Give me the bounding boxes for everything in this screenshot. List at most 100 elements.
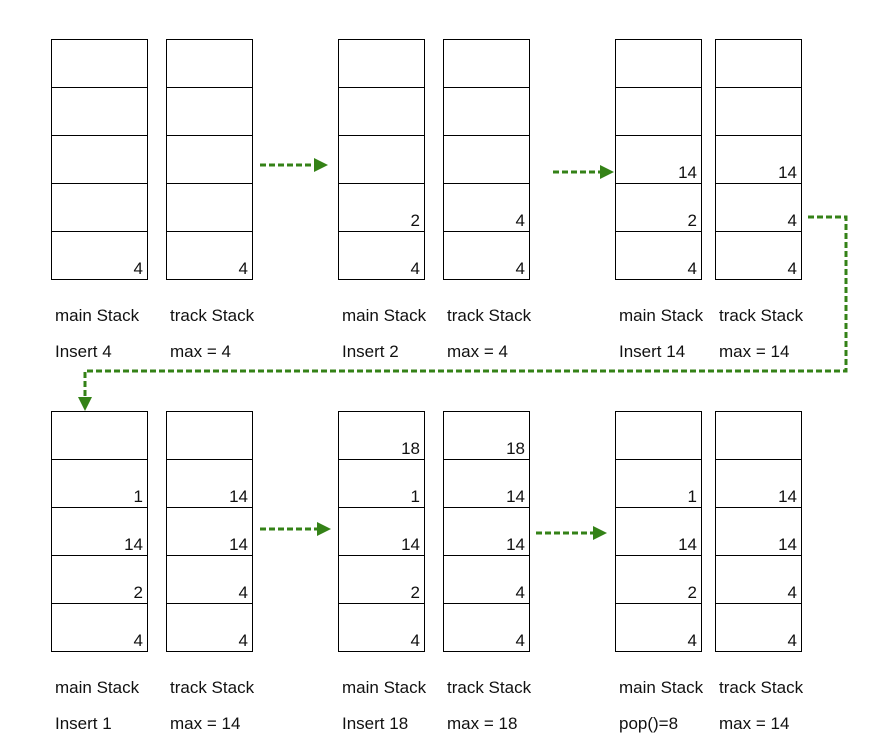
track-stack-cell — [444, 88, 529, 136]
track-stack-cell — [167, 136, 252, 184]
track-stack-cell: 4 — [444, 604, 529, 652]
operation-caption: Insert 1 — [55, 714, 112, 733]
track-stack-label: track Stack — [719, 306, 804, 325]
main-stack-cell — [52, 184, 147, 232]
main-stack-label: main Stack — [619, 678, 704, 697]
max-caption: max = 4 — [170, 342, 231, 361]
arrowhead-icon — [593, 526, 607, 540]
track-stack-cell: 14 — [716, 460, 801, 508]
main-stack-cell: 14 — [616, 508, 701, 556]
arrowhead-icon — [600, 165, 614, 179]
arrowhead-icon — [317, 522, 331, 536]
track-stack-cell: 4 — [167, 604, 252, 652]
main-stack-cell: 14 — [616, 136, 701, 184]
track-stack-cell: 4 — [716, 184, 801, 232]
max-caption: max = 18 — [447, 714, 518, 733]
track-stack-cell: 14 — [444, 508, 529, 556]
main-stack-cell: 4 — [616, 604, 701, 652]
main-stack-cell — [339, 88, 424, 136]
main-stack-label: main Stack — [342, 678, 427, 697]
main-stack-cell: 2 — [616, 184, 701, 232]
arrowhead-icon — [78, 397, 92, 411]
operation-caption: Insert 14 — [619, 342, 686, 361]
main-stack-cell: 2 — [52, 556, 147, 604]
main-stack-cell — [616, 40, 701, 88]
track-stack-label: track Stack — [170, 306, 255, 325]
main-stack-cell — [52, 136, 147, 184]
track-stack-cell: 14 — [444, 460, 529, 508]
operation-caption: pop()=8 — [619, 714, 679, 733]
track-stack-cell: 14 — [716, 508, 801, 556]
main-stack-cell: 4 — [339, 604, 424, 652]
track-stack-cell — [167, 412, 252, 460]
arrowhead-icon — [314, 158, 328, 172]
track-stack-cell — [167, 40, 252, 88]
max-caption: max = 14 — [719, 342, 790, 361]
main-stack-cell: 2 — [339, 184, 424, 232]
track-stack-cell — [167, 184, 252, 232]
main-stack-label: main Stack — [55, 306, 140, 325]
track-stack-label: track Stack — [447, 306, 532, 325]
main-stack-cell: 4 — [52, 604, 147, 652]
track-stack-cell — [716, 412, 801, 460]
track-stack-cell: 4 — [444, 232, 529, 280]
track-stack-label: track Stack — [447, 678, 532, 697]
track-stack-cell: 4 — [167, 232, 252, 280]
main-stack-cell: 2 — [616, 556, 701, 604]
track-stack: 4 — [166, 39, 253, 280]
main-stack-cell — [52, 40, 147, 88]
max-caption: max = 14 — [719, 714, 790, 733]
main-stack-cell: 4 — [616, 232, 701, 280]
track-stack-cell: 18 — [444, 412, 529, 460]
main-stack: 4 — [51, 39, 148, 280]
main-stack-label: main Stack — [619, 306, 704, 325]
max-caption: max = 14 — [170, 714, 241, 733]
track-stack-cell: 4 — [716, 604, 801, 652]
main-stack-cell — [616, 88, 701, 136]
main-stack-cell: 1 — [616, 460, 701, 508]
operation-caption: Insert 18 — [342, 714, 409, 733]
main-stack-cell — [339, 136, 424, 184]
main-stack-cell: 1 — [339, 460, 424, 508]
track-stack-cell: 4 — [444, 556, 529, 604]
main-stack-cell — [339, 40, 424, 88]
main-stack-cell — [616, 412, 701, 460]
main-stack-cell — [52, 88, 147, 136]
track-stack-cell: 14 — [167, 460, 252, 508]
main-stack-cell: 2 — [339, 556, 424, 604]
main-stack-cell: 4 — [52, 232, 147, 280]
main-stack-label: main Stack — [342, 306, 427, 325]
track-stack-cell — [716, 88, 801, 136]
max-caption: max = 4 — [447, 342, 508, 361]
track-stack-cell — [716, 40, 801, 88]
main-stack-cell: 14 — [339, 508, 424, 556]
operation-caption: Insert 2 — [342, 342, 399, 361]
track-stack-cell: 14 — [167, 508, 252, 556]
main-stack-cell: 1 — [52, 460, 147, 508]
track-stack-label: track Stack — [170, 678, 255, 697]
track-stack-cell: 4 — [167, 556, 252, 604]
main-stack-cell: 14 — [52, 508, 147, 556]
main-stack-cell: 4 — [339, 232, 424, 280]
track-stack-label: track Stack — [719, 678, 804, 697]
track-stack-cell — [167, 88, 252, 136]
main-stack-cell: 18 — [339, 412, 424, 460]
track-stack-cell: 14 — [716, 136, 801, 184]
track-stack-cell: 4 — [716, 232, 801, 280]
track-stack-cell — [444, 136, 529, 184]
main-stack-cell — [52, 412, 147, 460]
operation-caption: Insert 4 — [55, 342, 112, 361]
track-stack-cell: 4 — [444, 184, 529, 232]
main-stack-label: main Stack — [55, 678, 140, 697]
